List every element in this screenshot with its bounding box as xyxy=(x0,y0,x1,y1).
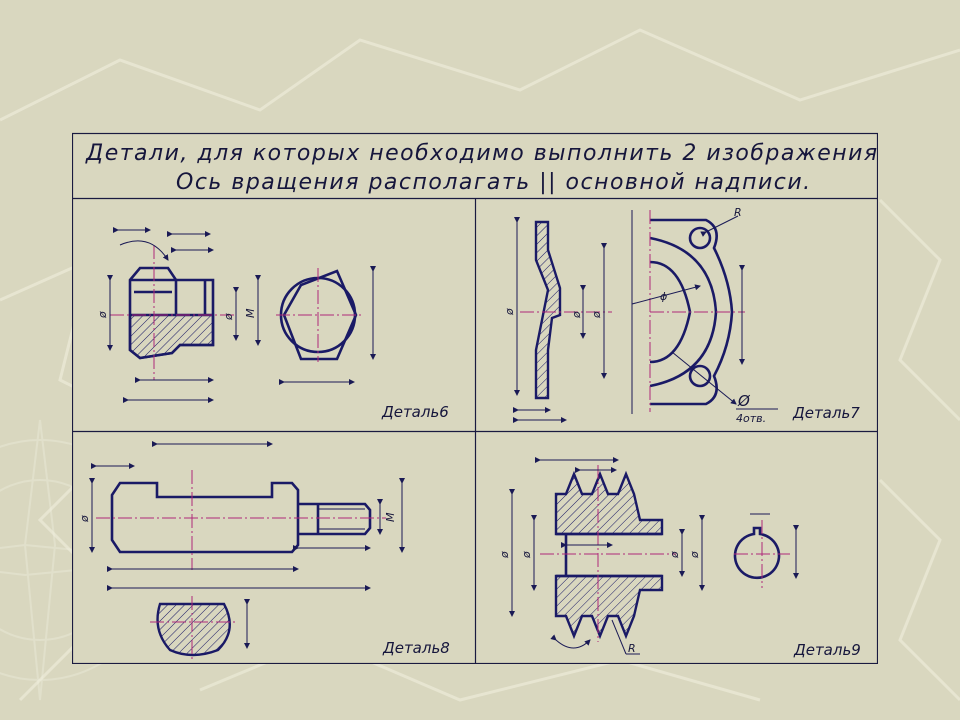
detail-6-dia-b: ø xyxy=(222,313,235,321)
detail-9-dia-d: ø xyxy=(688,551,701,559)
panel-detail-9: ø ø ø ø R Деталь9 xyxy=(498,457,861,659)
detail-7-hole-count: 4отв. xyxy=(736,412,766,425)
detail-6-side-view: ø ø M xyxy=(96,227,261,403)
detail-8-side-view: ø M xyxy=(78,441,405,591)
drawing-sheet: Детали, для которых необходимо выполнить… xyxy=(72,132,878,664)
detail-7-dia-b: ø xyxy=(570,311,583,319)
detail-6-hex-view xyxy=(276,266,376,385)
detail-6-thread: M xyxy=(244,308,257,318)
detail-8-section xyxy=(150,596,250,660)
detail-6-label: Деталь6 xyxy=(381,403,449,421)
detail-7-dia-c: ø xyxy=(590,311,603,319)
sheet-header: Детали, для которых необходимо выполнить… xyxy=(85,141,878,195)
detail-9-dia-a: ø xyxy=(498,551,511,559)
detail-8-dia: ø xyxy=(78,515,91,523)
panel-detail-6: ø ø M Деталь6 xyxy=(96,227,449,421)
detail-7-dia-a: ø xyxy=(503,308,516,316)
detail-6-dia-a: ø xyxy=(96,311,109,319)
detail-9-radius: R xyxy=(628,642,636,655)
panel-detail-8: ø M Деталь8 xyxy=(78,441,450,660)
detail-7-section-view: ø ø ø xyxy=(503,217,612,423)
detail-7-label: Деталь7 xyxy=(792,404,860,422)
detail-9-label: Деталь9 xyxy=(793,641,861,659)
detail-7-front-view: R ϕ Ø 4отв. xyxy=(631,206,778,425)
detail-9-section-view: ø ø ø ø R xyxy=(498,457,705,655)
detail-8-label: Деталь8 xyxy=(382,639,450,657)
panel-detail-7: ø ø ø R ϕ Ø 4отв. Деталь7 xyxy=(503,206,860,425)
sheet-frame xyxy=(72,132,878,664)
detail-9-dia-b: ø xyxy=(520,551,533,559)
header-line-2: Ось вращения располагать || основной над… xyxy=(176,170,812,195)
detail-9-key-section xyxy=(733,513,799,588)
detail-7-dia-phi: ϕ xyxy=(660,290,667,303)
header-line-1: Детали, для которых необходимо выполнить… xyxy=(85,141,878,166)
detail-9-dia-c: ø xyxy=(668,551,681,559)
detail-8-thread: M xyxy=(384,512,397,522)
detail-7-radius: R xyxy=(734,206,742,219)
detail-7-hole-dia: Ø xyxy=(737,392,751,410)
